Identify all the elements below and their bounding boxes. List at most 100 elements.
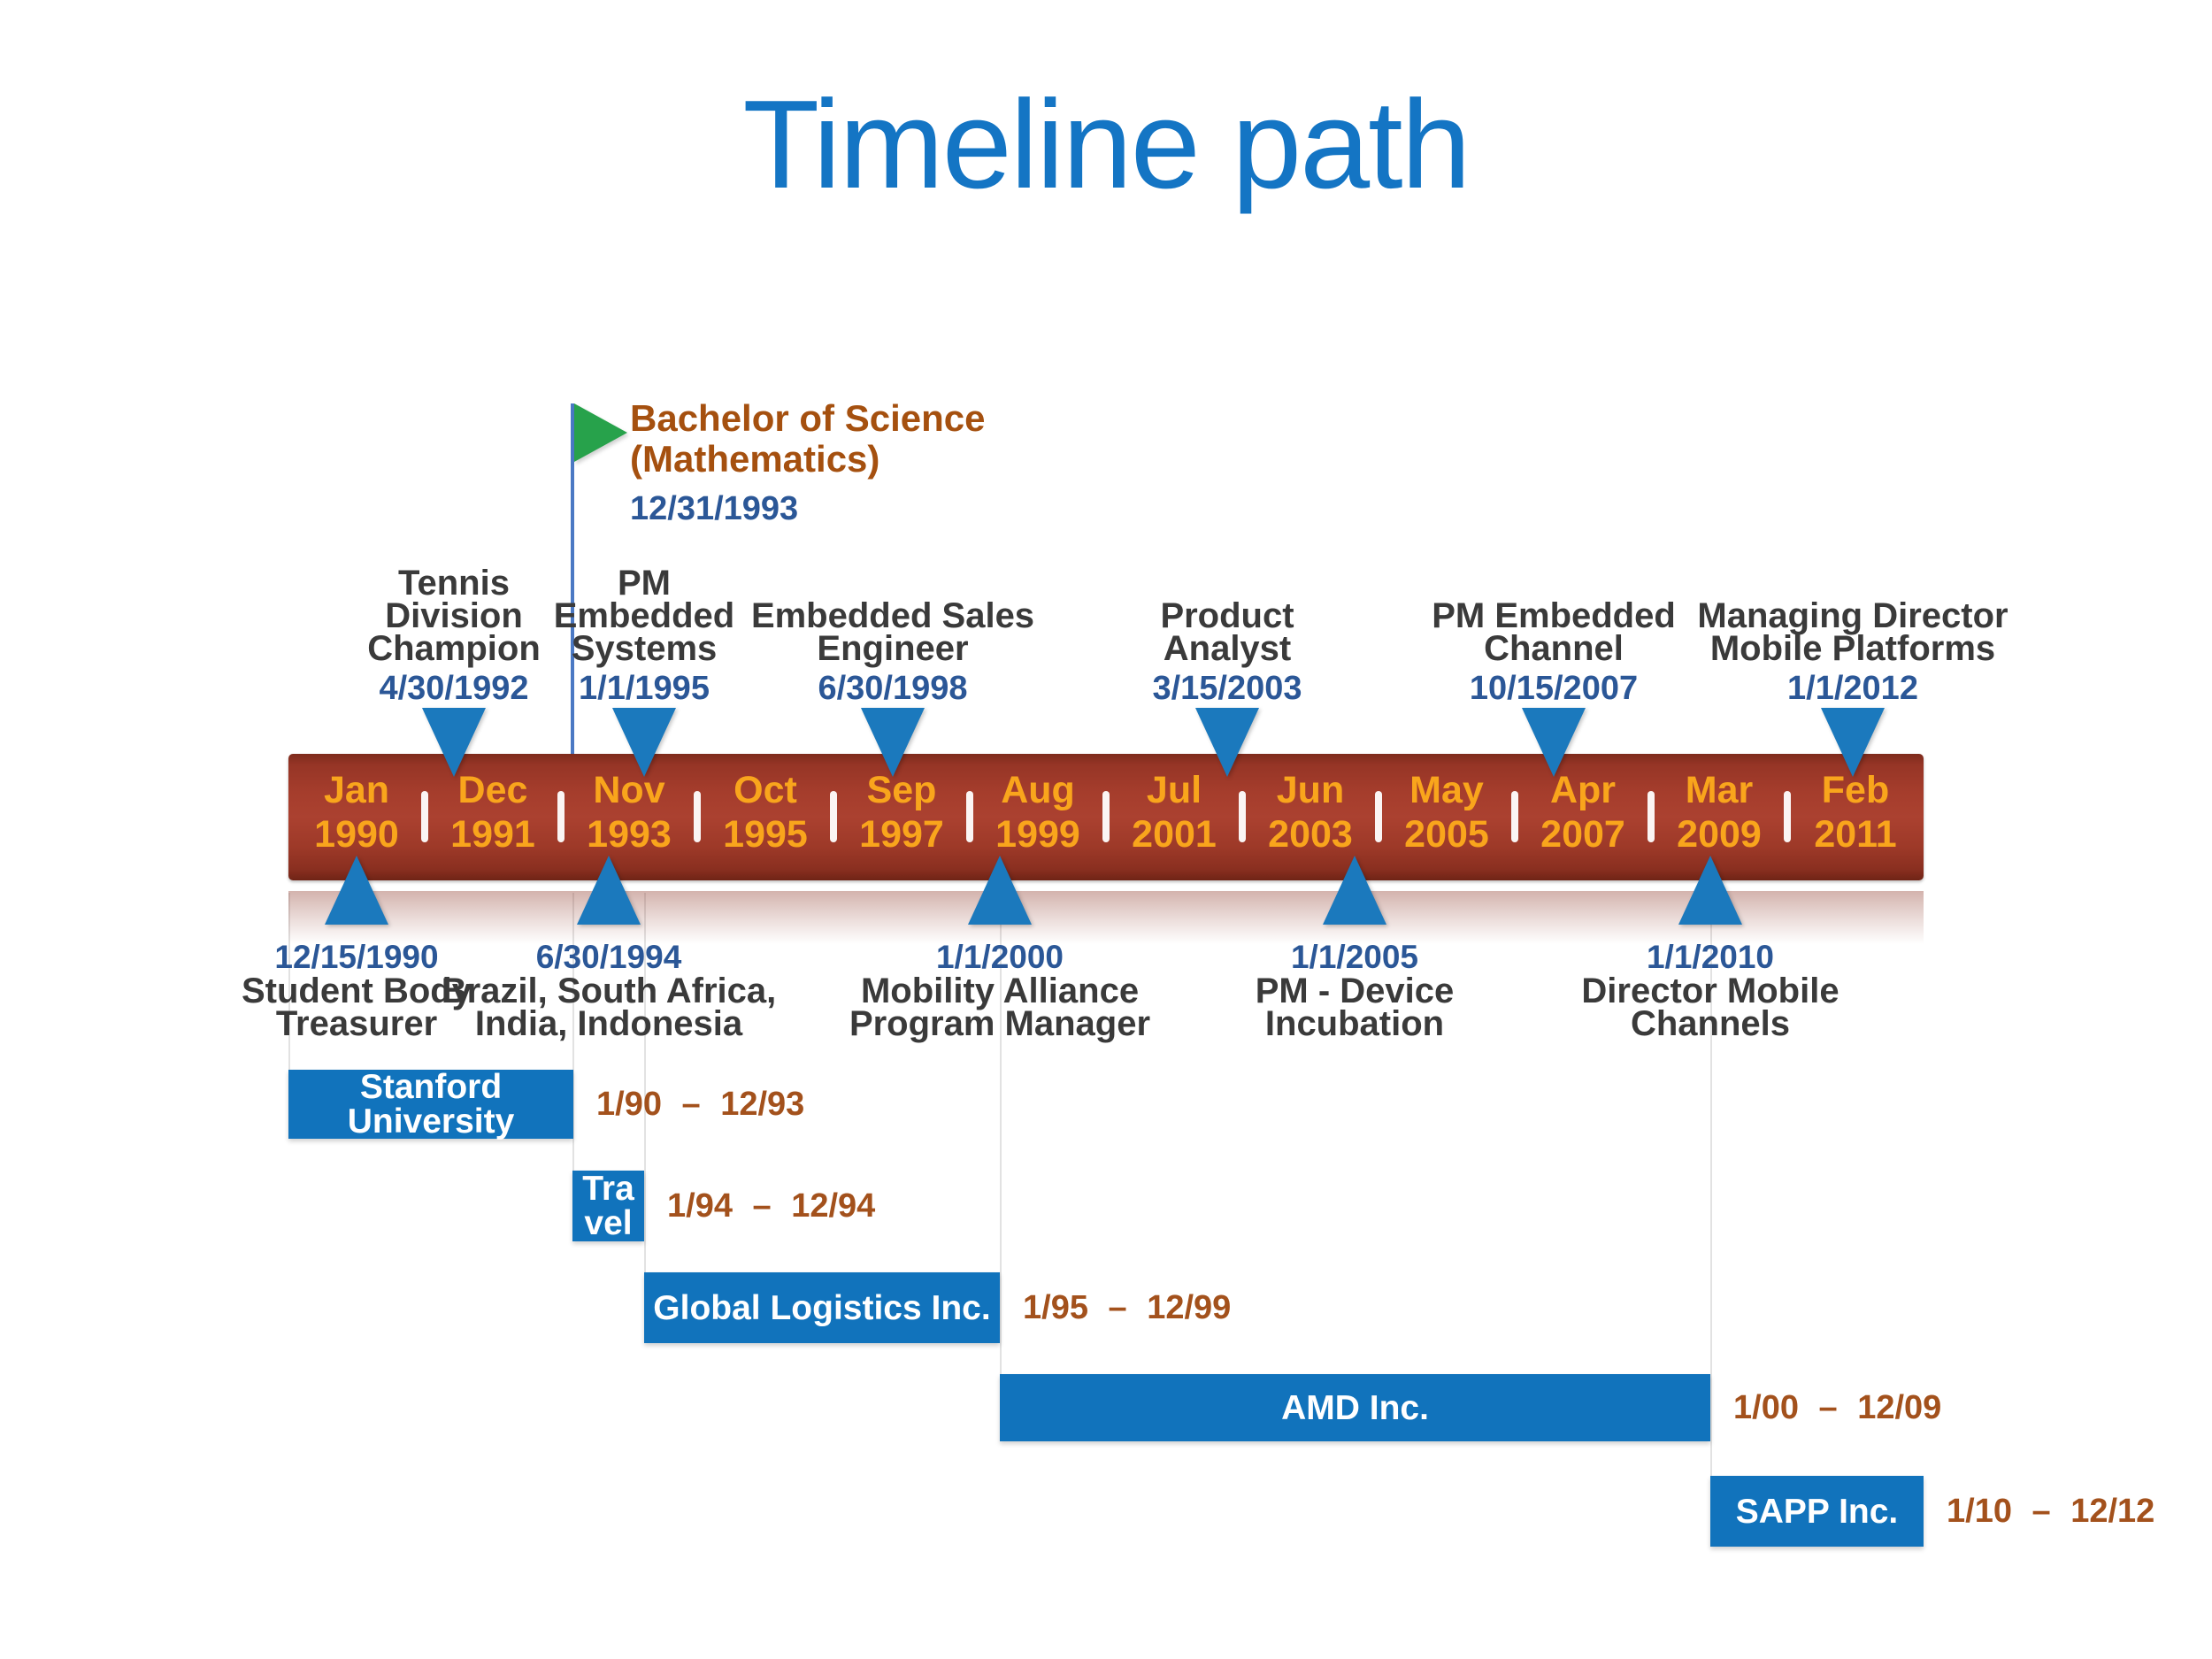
period-label: AMD Inc. <box>1281 1388 1429 1427</box>
axis-tick <box>1239 791 1246 842</box>
axis-month-text: Jan <box>323 769 390 811</box>
milestone-label-line: Mobile Platforms <box>1709 629 1996 668</box>
axis-month-text: Jul <box>1146 769 1202 811</box>
milestone-below-label: Brazil, South Africa,India, Indonesia <box>361 972 856 1043</box>
axis-tick <box>694 791 701 842</box>
milestone-label-line: Treasurer <box>275 1004 438 1043</box>
axis-year-text: 1997 <box>859 813 944 856</box>
milestone-above-date: 1/1/1995 <box>579 670 710 707</box>
milestone-marker-up-icon <box>577 856 641 925</box>
period-date-range: 1/94 – 12/94 <box>667 1187 876 1225</box>
period-bar-sapp-inc-: SAPP Inc. <box>1710 1476 1924 1547</box>
axis-year-text: 2005 <box>1404 813 1489 856</box>
milestone-below-date: 1/1/2010 <box>1646 939 1775 975</box>
milestone-marker-up-icon <box>1323 856 1386 925</box>
milestone-below-date: 1/1/2005 <box>1290 939 1419 975</box>
milestone-label-line: Champion <box>367 629 541 668</box>
axis-year-text: 1993 <box>587 813 672 856</box>
flag-title-line2: (Mathematics) <box>630 438 880 480</box>
axis-month-text: Jun <box>1276 769 1345 811</box>
period-label: Global Logistics Inc. <box>653 1288 991 1327</box>
period-guide-line <box>644 893 646 1272</box>
milestone-label-line: Tennis <box>398 564 510 603</box>
axis-month-text: Mar <box>1685 769 1754 811</box>
milestone-above-date: 3/15/2003 <box>1152 670 1302 707</box>
milestone-label-line: Systems <box>571 629 718 668</box>
milestone-above-date: 6/30/1998 <box>818 670 968 707</box>
axis-tick <box>1784 791 1791 842</box>
period-date-range: 1/90 – 12/93 <box>596 1086 805 1123</box>
axis-tick <box>557 791 565 842</box>
milestone-label-line: PM <box>618 564 671 603</box>
timeline-reflection <box>288 891 1924 944</box>
milestone-below-date: 1/1/2000 <box>935 939 1064 975</box>
milestone-label-line: Incubation <box>1264 1004 1445 1043</box>
period-date-range: 1/95 – 12/99 <box>1023 1289 1232 1326</box>
milestone-label-line: Embedded Sales <box>750 596 1035 635</box>
milestone-label-line: Embedded <box>553 596 735 635</box>
milestone-label-line: Director Mobile <box>1581 972 1839 1010</box>
period-bar-stanford-university: Stanford University <box>288 1070 573 1139</box>
period-date-range: 1/00 – 12/09 <box>1733 1389 1942 1426</box>
axis-month-text: Oct <box>733 769 797 811</box>
milestone-marker-up-icon <box>325 856 388 925</box>
milestone-label-line: Program Manager <box>849 1004 1151 1043</box>
axis-year-text: 2009 <box>1677 813 1762 856</box>
milestone-marker-up-icon <box>968 856 1032 925</box>
milestone-marker-down-icon <box>1821 708 1885 777</box>
milestone-marker-up-icon <box>1678 856 1742 925</box>
milestone-label-line: Channel <box>1484 629 1624 668</box>
milestone-label-line: Analyst <box>1163 629 1292 668</box>
flag-callout: Bachelor of Science (Mathematics) 12/31/… <box>630 398 985 528</box>
axis-tick <box>1511 791 1518 842</box>
axis-year-text: 1990 <box>314 813 399 856</box>
milestone-label-line: Product <box>1160 596 1294 635</box>
slide-title: Timeline path <box>742 74 1471 215</box>
axis-year-text: 1999 <box>995 813 1080 856</box>
milestone-label-line: Mobility Alliance <box>860 972 1140 1010</box>
period-guide-line <box>1000 893 1002 1374</box>
milestone-label-line: Division <box>385 596 523 635</box>
milestone-label-line: Engineer <box>817 629 969 668</box>
axis-tick <box>830 791 837 842</box>
milestone-label-line: India, Indonesia <box>474 1004 743 1043</box>
milestone-label-line: PM Embedded <box>1432 596 1676 635</box>
axis-year-text: 2011 <box>1814 813 1897 856</box>
axis-year-text: 1991 <box>450 813 535 856</box>
axis-tick <box>1375 791 1382 842</box>
period-label: SAPP Inc. <box>1735 1492 1899 1531</box>
milestone-above-date: 1/1/2012 <box>1787 670 1918 707</box>
flag-icon <box>574 403 627 462</box>
milestone-marker-down-icon <box>612 708 676 777</box>
milestone-above-date: 4/30/1992 <box>379 670 529 707</box>
period-bar-travel: Travel <box>572 1171 644 1241</box>
period-label: Stanford University <box>347 1068 515 1141</box>
axis-year-text: 1995 <box>723 813 808 856</box>
milestone-label-line: Student Body <box>242 972 472 1010</box>
milestone-marker-down-icon <box>1195 708 1259 777</box>
milestone-marker-down-icon <box>1522 708 1586 777</box>
axis-tick <box>421 791 428 842</box>
axis-month-text: May <box>1409 769 1484 811</box>
period-bar-amd-inc-: AMD Inc. <box>1000 1374 1710 1441</box>
milestone-label-line: Brazil, South Africa, <box>441 972 777 1010</box>
milestone-above-date: 10/15/2007 <box>1469 670 1639 707</box>
axis-tick <box>1102 791 1110 842</box>
